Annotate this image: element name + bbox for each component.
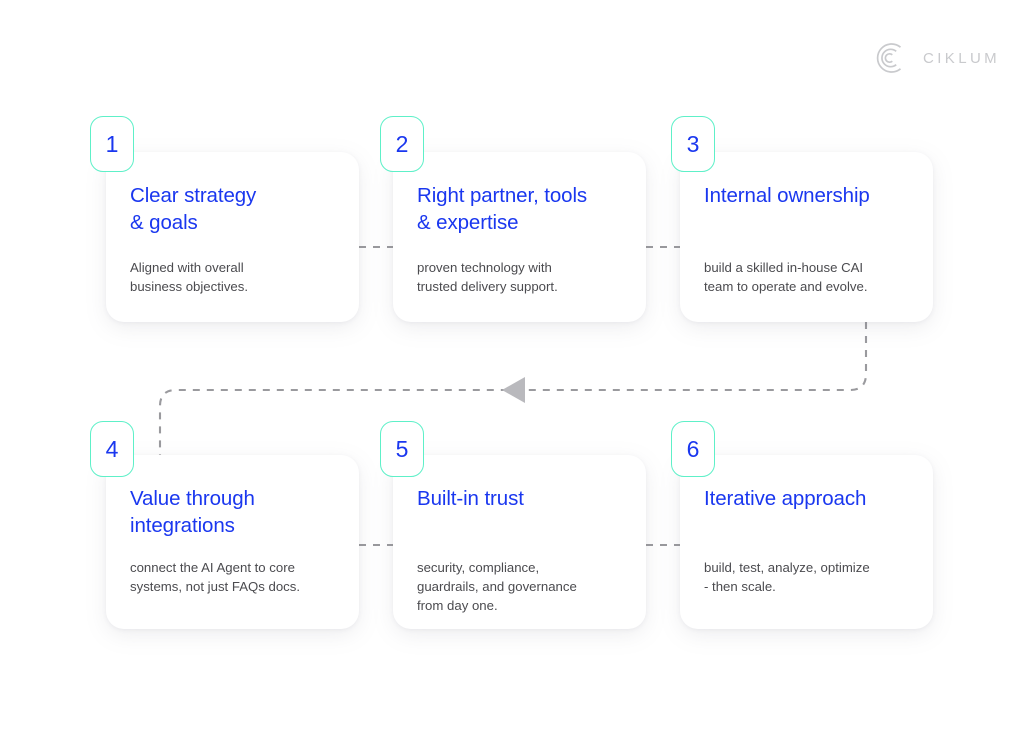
step-card-2-title: Right partner, tools & expertise <box>417 184 588 234</box>
step-badge-5: 5 <box>380 421 424 477</box>
step-card-4[interactable]: Value through integrations connect the A… <box>106 455 359 629</box>
step-card-6[interactable]: Iterative approach build, test, analyze,… <box>680 455 933 629</box>
ciklum-c-mark-icon <box>876 43 902 73</box>
step-card-4-body: connect the AI Agent to core systems, no… <box>130 560 301 594</box>
step-card-2[interactable]: Right partner, tools & expertise proven … <box>393 152 646 322</box>
step-card-1[interactable]: Clear strategy & goals Aligned with over… <box>106 152 359 322</box>
step-badge-1: 1 <box>90 116 134 172</box>
step-card-6-body: build, test, analyze, optimize - then sc… <box>704 560 870 594</box>
step-card-4-title: Value through integrations <box>130 487 255 537</box>
step-badge-6: 6 <box>671 421 715 477</box>
step-badge-4: 4 <box>90 421 134 477</box>
step-badge-2: 2 <box>380 116 424 172</box>
step-card-6-title: Iterative approach <box>704 487 867 510</box>
step-card-3[interactable]: Internal ownership build a skilled in-ho… <box>680 152 933 322</box>
step-card-1-body: Aligned with overall business objectives… <box>130 260 249 294</box>
step-badge-3: 3 <box>671 116 715 172</box>
step-card-2-body: proven technology with trusted delivery … <box>417 260 558 294</box>
brand-logo: CIKLUM <box>874 40 1000 76</box>
step-card-3-body: build a skilled in-house CAI team to ope… <box>704 260 868 294</box>
step-card-5-title: Built-in trust <box>417 487 524 510</box>
step-card-5[interactable]: Built-in trust security, compliance, gua… <box>393 455 646 629</box>
arrowhead-left-icon <box>502 377 525 403</box>
connector-wrap-3-to-4 <box>158 322 868 470</box>
step-card-3-title: Internal ownership <box>704 184 870 207</box>
step-card-1-title: Clear strategy & goals <box>130 184 257 234</box>
step-card-5-body: security, compliance, guardrails, and go… <box>417 560 577 613</box>
brand-wordmark: CIKLUM <box>923 49 1001 67</box>
